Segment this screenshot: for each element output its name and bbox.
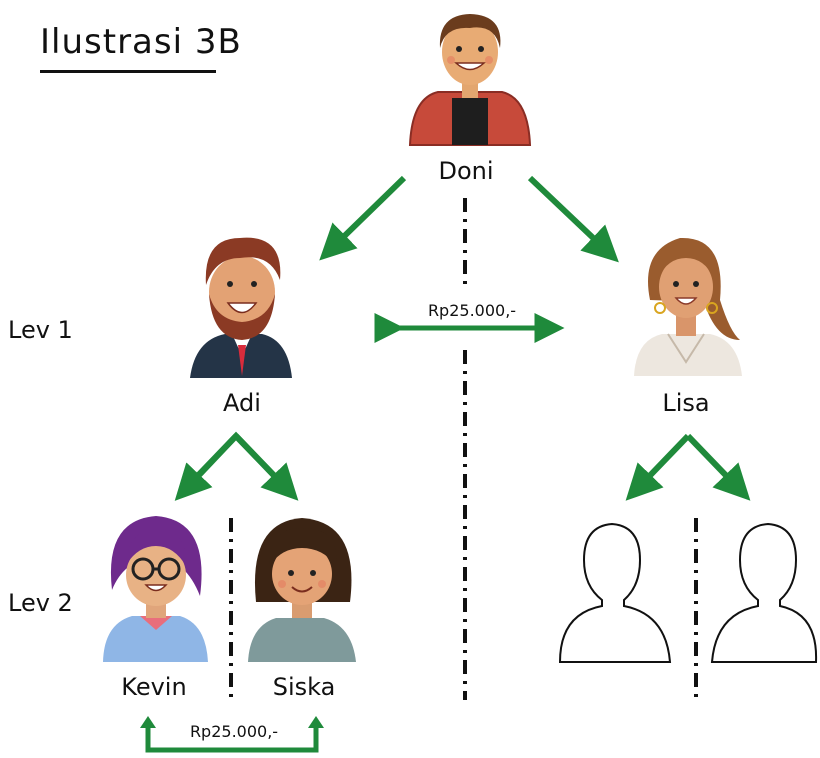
level2-exchange-price: Rp25.000,-: [189, 722, 279, 741]
arrow-level2-right-head: [308, 716, 324, 728]
kevin-avatar: [103, 516, 208, 662]
person-doni-label: Doni: [438, 157, 494, 185]
lisa-avatar: [634, 237, 742, 376]
arrow-adi-kevin: [174, 433, 239, 501]
arrow-adi-children-line: [183, 431, 289, 491]
diagram-title: Ilustrasi 3B: [40, 22, 242, 62]
arrow-doni-adi: [319, 175, 407, 261]
doni-avatar: [408, 14, 532, 146]
arrow-lisa-child-1: [625, 433, 691, 501]
person-kevin-label: Kevin: [121, 673, 187, 701]
person-siska-label: Siska: [272, 673, 336, 701]
level1-exchange-price: Rp25.000,-: [427, 301, 517, 320]
empty-person-icon: [710, 522, 818, 663]
level-1-label: Lev 1: [8, 316, 73, 344]
title-underline: [40, 70, 216, 73]
person-lisa-label: Lisa: [662, 389, 710, 417]
arrow-level2-left-head: [140, 716, 156, 728]
adi-avatar: [190, 237, 292, 378]
person-adi-label: Adi: [223, 389, 261, 417]
arrow-lisa-child-2: [685, 433, 751, 501]
siska-avatar: [248, 518, 356, 662]
arrow-doni-lisa: [527, 175, 619, 263]
arrow-adi-siska: [233, 433, 299, 501]
arrow-level2-bracket: [145, 722, 319, 753]
empty-person-icon: [558, 522, 672, 663]
level-2-label: Lev 2: [8, 589, 73, 617]
